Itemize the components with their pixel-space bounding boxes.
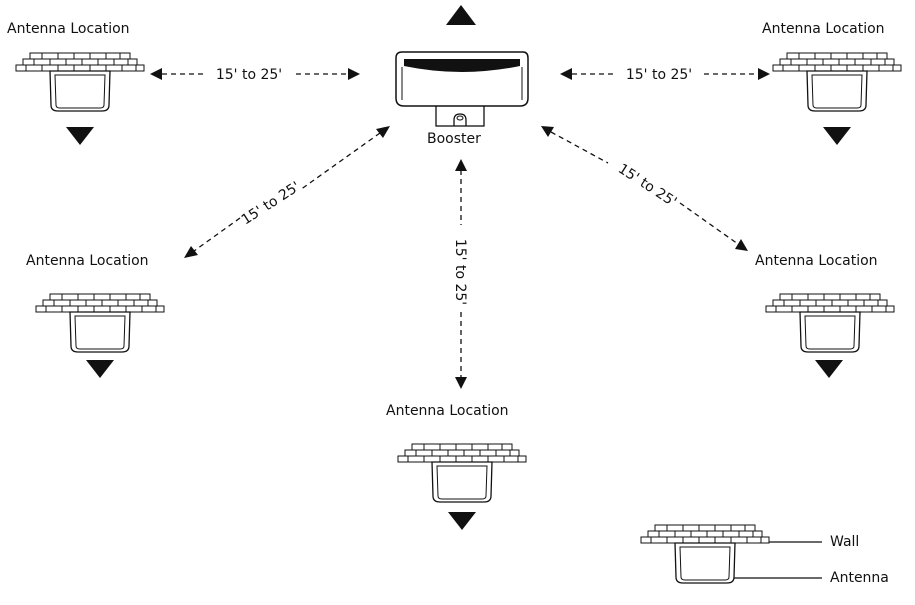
legend-antenna-label: Antenna [830,570,889,586]
arrowhead-icon [150,68,162,80]
arrowhead-icon [455,377,467,389]
antenna-unit-bottom-center [397,443,527,503]
down-arrow-icon [823,127,851,145]
down-arrow-icon [86,360,114,378]
arrowhead-icon [560,68,572,80]
legend-wall-label: Wall [830,534,860,550]
booster-device-icon [395,51,529,127]
arrowhead-icon [376,126,390,138]
arrowhead-icon [455,159,467,171]
down-arrow-icon [815,360,843,378]
arrowhead-icon [735,239,748,251]
antenna-unit-top-left [15,52,145,112]
antenna-unit-mid-right [765,293,895,353]
down-arrow-icon [66,127,94,145]
antenna-unit-mid-left [35,293,165,353]
connector-mid-right [679,202,739,245]
antenna-location-label-top-left: Antenna Location [7,21,130,37]
up-arrow-icon [446,5,476,25]
arrowhead-icon [758,68,770,80]
arrowhead-icon [184,246,198,258]
down-arrow-icon [448,512,476,530]
distance-label-top-right: 15' to 25' [626,67,692,83]
antenna-location-label-top-right: Antenna Location [762,21,885,37]
antenna-unit-top-right [772,52,902,112]
antenna-location-label-mid-left: Antenna Location [26,253,149,269]
arrowhead-icon [348,68,360,80]
booster-label: Booster [427,131,481,147]
antenna-unit-legend [640,524,770,584]
distance-label-top-left: 15' to 25' [216,67,282,83]
distance-label-mid-right: 15' to 25' [615,161,679,211]
antenna-location-label-mid-right: Antenna Location [755,253,878,269]
connector-mid-left [193,217,241,252]
distance-label-vertical: 15' to 25' [452,239,468,305]
connector-mid-right [550,131,609,164]
connector-mid-left [299,132,381,191]
arrowhead-icon [541,126,554,137]
distance-label-mid-left: 15' to 25' [239,179,303,229]
antenna-location-label-bottom: Antenna Location [386,403,509,419]
